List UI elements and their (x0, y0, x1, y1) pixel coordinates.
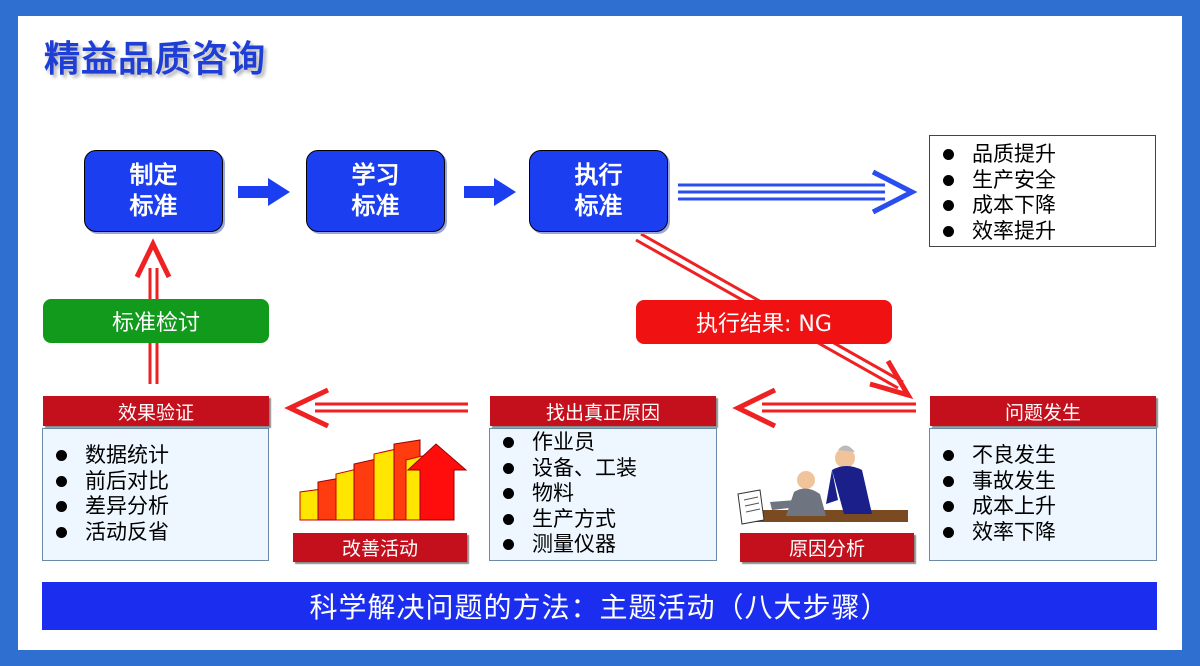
result-ng-label: 执行结果: NG (636, 300, 892, 344)
arrow-to-outcomes-head (871, 169, 918, 215)
arrow-to-outcomes (678, 183, 885, 201)
define-standard-box: 制定标准 (84, 150, 223, 232)
list-item: 数据统计 (43, 443, 268, 469)
list-item: 设备、工装 (490, 456, 716, 482)
list-item: 不良发生 (930, 443, 1156, 469)
method-banner: 科学解决问题的方法：主题活动（八大步骤） (42, 582, 1157, 630)
verify-header: 效果验证 (43, 396, 269, 426)
list-item: 成本上升 (930, 494, 1156, 520)
arrow-2-to-3 (464, 178, 516, 206)
problem-box: 不良发生 事故发生 成本上升 效率下降 (929, 428, 1157, 561)
improvement-stairs-icon (299, 439, 468, 521)
standard-review-label: 标准检讨 (43, 299, 269, 343)
list-item: 生产安全 (930, 168, 1155, 194)
arrow-problem-to-cause (762, 402, 916, 413)
list-item: 效率下降 (930, 520, 1156, 546)
execute-standard-box: 执行标准 (529, 150, 668, 232)
list-item: 成本下降 (930, 193, 1155, 219)
learn-standard-box: 学习标准 (306, 150, 445, 232)
list-item: 活动反省 (43, 520, 268, 546)
list-item: 测量仪器 (490, 532, 716, 558)
list-item: 物料 (490, 481, 716, 507)
analysis-label: 原因分析 (740, 533, 914, 562)
arrow-cause-to-verify (315, 402, 468, 413)
problem-header: 问题发生 (930, 396, 1156, 426)
verify-box: 数据统计 前后对比 差异分析 活动反省 (42, 428, 269, 561)
list-item: 前后对比 (43, 469, 268, 495)
find-cause-header: 找出真正原因 (490, 396, 716, 426)
list-item: 效率提升 (930, 219, 1155, 245)
page-title: 精益品质咨询 (44, 39, 267, 80)
improvement-label: 改善活动 (293, 533, 467, 562)
list-item: 作业员 (490, 430, 716, 456)
analysis-people-icon (737, 445, 908, 525)
list-item: 品质提升 (930, 142, 1155, 168)
good-outcomes-box: 品质提升 生产安全 成本下降 效率提升 (929, 135, 1156, 247)
list-item: 差异分析 (43, 494, 268, 520)
arrow-1-to-2 (238, 178, 290, 206)
list-item: 事故发生 (930, 469, 1156, 495)
cause-box: 作业员 设备、工装 物料 生产方式 测量仪器 (489, 428, 717, 561)
list-item: 生产方式 (490, 507, 716, 533)
